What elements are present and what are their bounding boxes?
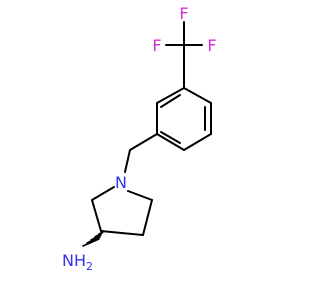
fluorine-left-label: F xyxy=(152,36,161,55)
stereo-hashed-wedge xyxy=(82,231,104,247)
molecule-structure: F F F N NH2 xyxy=(62,4,217,273)
amine-nh-text: NH xyxy=(62,251,86,270)
amine-label: NH2 xyxy=(62,251,93,273)
amine-subscript: 2 xyxy=(86,260,93,273)
ring-nitrogen-label: N xyxy=(115,173,127,192)
benzyl-linker xyxy=(124,133,158,173)
fluorine-right-label: F xyxy=(207,36,216,55)
pyrrolidine-ring xyxy=(91,186,153,236)
fluorine-top-label: F xyxy=(179,4,188,23)
trifluoromethyl-bonds xyxy=(165,21,203,89)
benzene-ring xyxy=(156,87,212,151)
